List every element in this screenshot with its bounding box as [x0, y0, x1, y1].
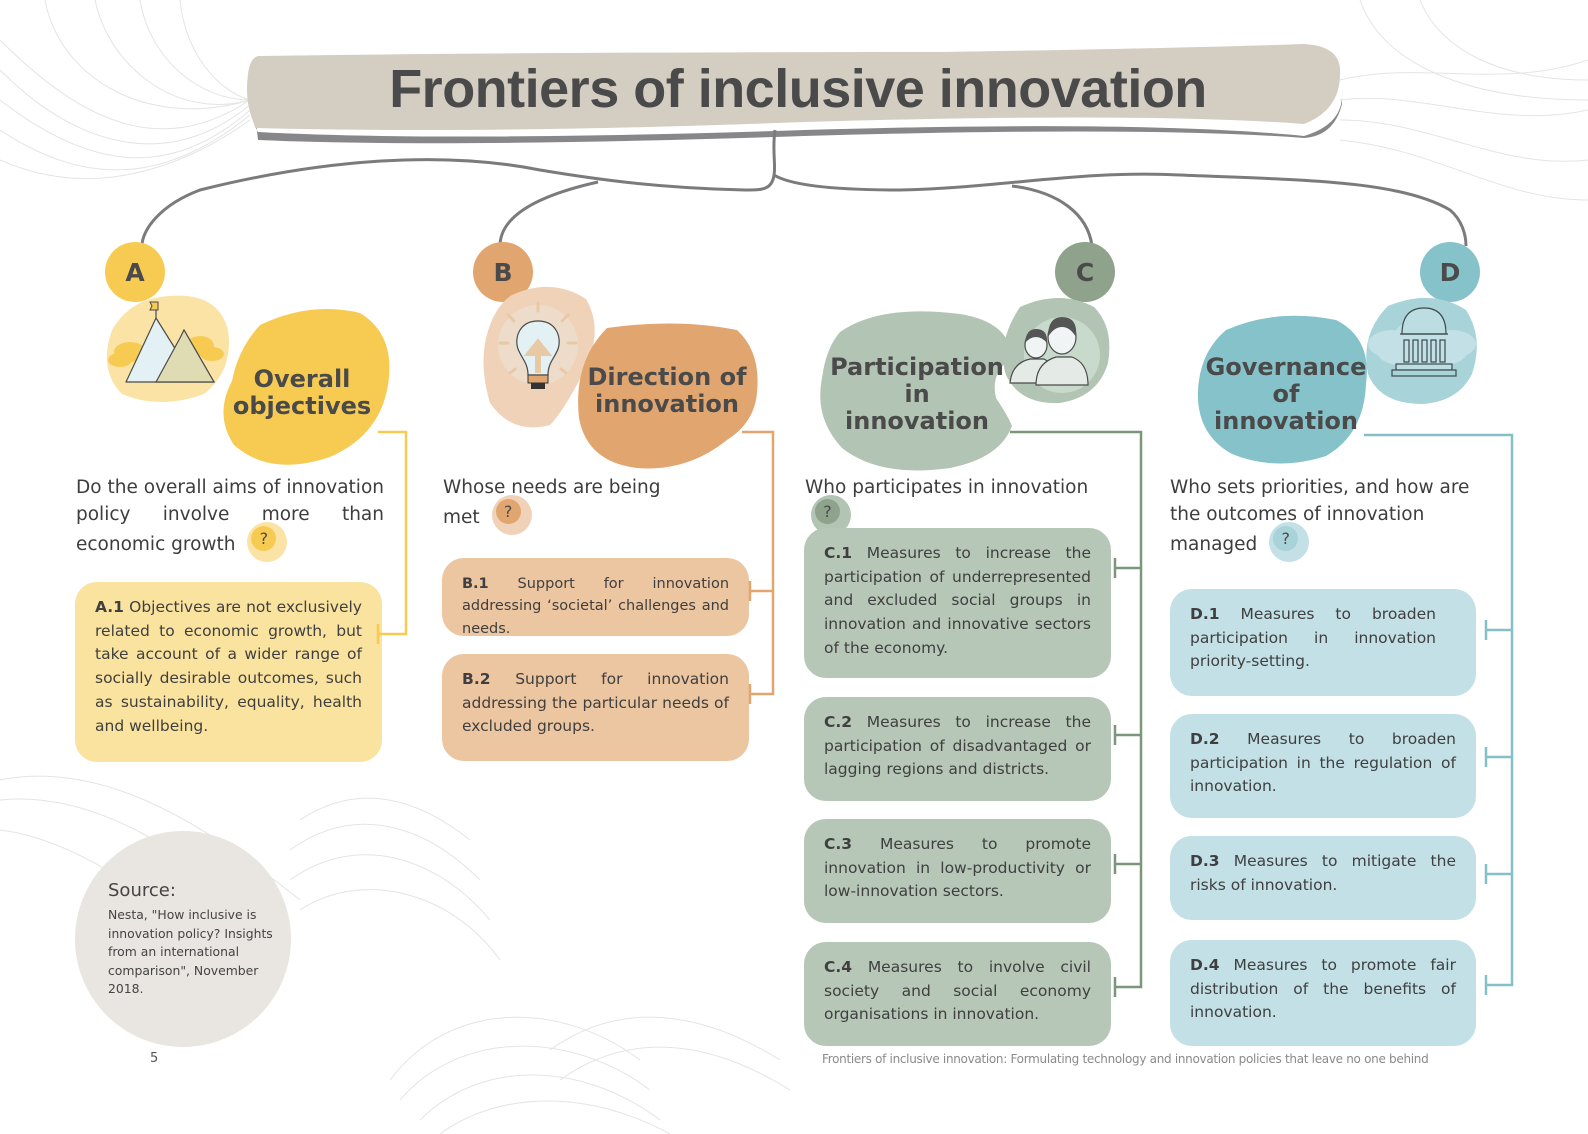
card-c1: C.1 Measures to increase the participati…: [804, 528, 1111, 678]
badge-b: B: [473, 242, 533, 302]
people-icon: [1003, 298, 1110, 404]
badge-c: C: [1055, 242, 1115, 302]
card-b1: B.1 Support for innovation addressing ‘s…: [442, 558, 749, 637]
source-circle: [75, 831, 291, 1047]
lightbulb-icon: [483, 286, 595, 428]
card-d1: D.1 Measures to broaden participation in…: [1170, 589, 1476, 696]
title-banner: Frontiers of inclusive innovation: [244, 44, 1352, 148]
government-building-icon: [1366, 297, 1477, 404]
card-d2: D.2 Measures to broaden participation in…: [1170, 714, 1476, 818]
question-b: Whose needs are being met ?: [443, 474, 663, 535]
card-c2: C.2 Measures to increase the participati…: [804, 697, 1111, 801]
card-d3: D.3 Measures to mitigate the risks of in…: [1170, 836, 1476, 920]
card-b2: B.2 Support for innovation addressing th…: [442, 654, 749, 761]
question-mark-icon: ?: [247, 522, 288, 562]
card-a1: A.1 Objectives are not exclusively relat…: [75, 582, 382, 762]
question-mark-icon: ?: [1269, 522, 1310, 562]
source-label: Source:: [108, 880, 176, 901]
question-mark-icon: ?: [491, 495, 532, 535]
heading-governance-of-innovation: Governance of innovation: [1205, 353, 1367, 435]
badge-a: A: [105, 242, 165, 302]
mountain-flag-icon: [106, 295, 229, 402]
card-c4: C.4 Measures to involve civil society an…: [804, 942, 1111, 1046]
heading-blob-c: [820, 311, 1012, 471]
card-d4: D.4 Measures to promote fair distributio…: [1170, 940, 1476, 1046]
badge-d: D: [1420, 242, 1480, 302]
question-d: Who sets priorities, and how are the out…: [1170, 474, 1470, 562]
heading-blob-b: [578, 323, 758, 469]
footer-caption: Frontiers of inclusive innovation: Formu…: [822, 1052, 1429, 1066]
page-title: Frontiers of inclusive innovation: [389, 59, 1207, 119]
question-a: Do the overall aims of innovation policy…: [76, 474, 384, 562]
heading-direction-of-innovation: Direction of innovation: [587, 363, 747, 418]
heading-participation-in-innovation: Participation in innovation: [830, 353, 1004, 435]
heading-blob-a: [223, 309, 390, 465]
source-citation: Nesta, "How inclusive is innovation poli…: [108, 907, 273, 997]
page-number: 5: [150, 1051, 159, 1066]
heading-overall-objectives: Overall objectives: [232, 365, 372, 420]
card-c3: C.3 Measures to promote innovation in lo…: [804, 819, 1111, 923]
question-c: Who participates in innovation ?: [805, 474, 1135, 535]
heading-blob-d: [1197, 315, 1367, 464]
